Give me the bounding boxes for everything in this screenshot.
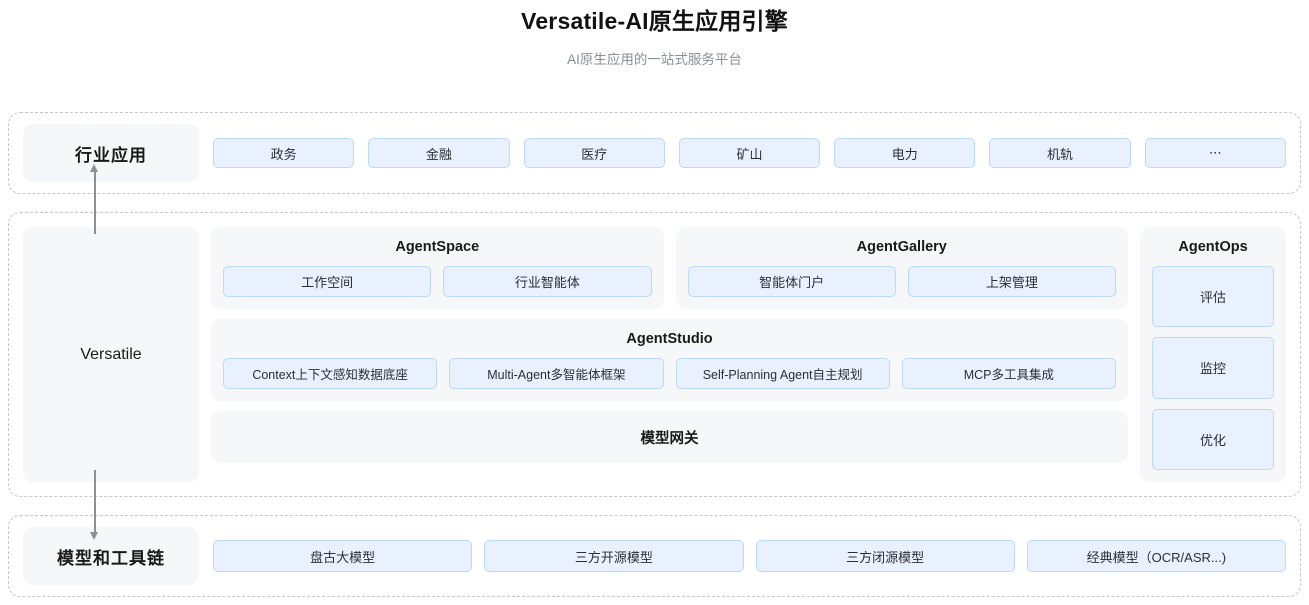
agentspace-tile-industry-agent[interactable]: 行业智能体 — [443, 266, 652, 297]
industry-row-label: 行业应用 — [23, 124, 199, 182]
agentgallery-title: AgentGallery — [856, 239, 947, 255]
agentspace-tile-workspace[interactable]: 工作空间 — [223, 266, 432, 297]
industry-tile-strip: 政务 金融 医疗 矿山 电力 机轨 ⋯ — [213, 125, 1286, 181]
agentgallery-tile-agent-portal[interactable]: 智能体门户 — [687, 266, 896, 297]
agentstudio-tile-mcp[interactable]: MCP多工具集成 — [901, 358, 1116, 389]
platform-top-row: AgentSpace 工作空间 行业智能体 AgentGallery 智能体门户… — [211, 227, 1128, 309]
models-row-label: 模型和工具链 — [23, 527, 199, 585]
agentops-tile-optimization[interactable]: 优化 — [1152, 408, 1274, 470]
agentgallery-card: AgentGallery 智能体门户 上架管理 — [675, 227, 1128, 309]
page-header: Versatile-AI原生应用引擎 AI原生应用的一站式服务平台 — [0, 0, 1309, 69]
models-toolchain-section: 模型和工具链 盘古大模型 三方开源模型 三方闭源模型 经典模型（OCR/ASR.… — [8, 515, 1301, 597]
agentops-card: AgentOps 评估 监控 优化 — [1140, 227, 1286, 482]
page-title: Versatile-AI原生应用引擎 — [521, 8, 788, 34]
arrow-up-icon — [90, 164, 99, 234]
industry-tile-finance[interactable]: 金融 — [368, 138, 510, 168]
agentspace-card: AgentSpace 工作空间 行业智能体 — [211, 227, 664, 309]
agentspace-tiles: 工作空间 行业智能体 — [223, 266, 652, 297]
industry-tile-more[interactable]: ⋯ — [1144, 138, 1286, 168]
industry-tile-power[interactable]: 电力 — [834, 138, 976, 168]
models-tile-strip: 盘古大模型 三方开源模型 三方闭源模型 经典模型（OCR/ASR...) — [213, 528, 1286, 584]
models-tile-third-party-closed-source[interactable]: 三方闭源模型 — [755, 540, 1015, 572]
models-tile-pangu[interactable]: 盘古大模型 — [213, 540, 473, 572]
versatile-row-label: Versatile — [23, 227, 199, 482]
agentspace-title: AgentSpace — [395, 239, 480, 255]
page-subtitle: AI原生应用的一站式服务平台 — [567, 52, 742, 67]
industry-tile-mining[interactable]: 矿山 — [678, 138, 821, 168]
industry-tile-healthcare[interactable]: 医疗 — [523, 138, 665, 168]
models-tile-classic-models[interactable]: 经典模型（OCR/ASR...) — [1026, 540, 1286, 572]
agentops-tiles: 评估 监控 优化 — [1152, 266, 1274, 470]
agentstudio-title: AgentStudio — [626, 331, 713, 347]
industry-tile-government[interactable]: 政务 — [213, 138, 355, 168]
versatile-platform-section: Versatile AgentSpace 工作空间 行业智能体 AgentGal… — [8, 212, 1301, 497]
agentgallery-tile-listing-management[interactable]: 上架管理 — [907, 266, 1116, 297]
agentstudio-tile-context[interactable]: Context上下文感知数据底座 — [223, 358, 438, 389]
models-tile-third-party-open-source[interactable]: 三方开源模型 — [484, 540, 744, 572]
agentstudio-card: AgentStudio Context上下文感知数据底座 Multi-Agent… — [211, 319, 1128, 401]
agentops-tile-evaluation[interactable]: 评估 — [1152, 266, 1274, 328]
industry-tile-rail[interactable]: 机轨 — [989, 138, 1131, 168]
agentstudio-tile-multi-agent[interactable]: Multi-Agent多智能体框架 — [449, 358, 664, 389]
agentstudio-tile-self-planning[interactable]: Self-Planning Agent自主规划 — [675, 358, 890, 389]
platform-center-column: AgentSpace 工作空间 行业智能体 AgentGallery 智能体门户… — [211, 227, 1128, 482]
arrow-down-icon — [90, 470, 99, 540]
model-gateway-bar[interactable]: 模型网关 — [211, 411, 1128, 463]
agentops-tile-monitoring[interactable]: 监控 — [1152, 337, 1274, 399]
agentgallery-tiles: 智能体门户 上架管理 — [687, 266, 1116, 297]
agentops-title: AgentOps — [1178, 239, 1248, 255]
agentstudio-tiles: Context上下文感知数据底座 Multi-Agent多智能体框架 Self-… — [223, 358, 1116, 389]
industry-applications-section: 行业应用 政务 金融 医疗 矿山 电力 机轨 ⋯ — [8, 112, 1301, 194]
